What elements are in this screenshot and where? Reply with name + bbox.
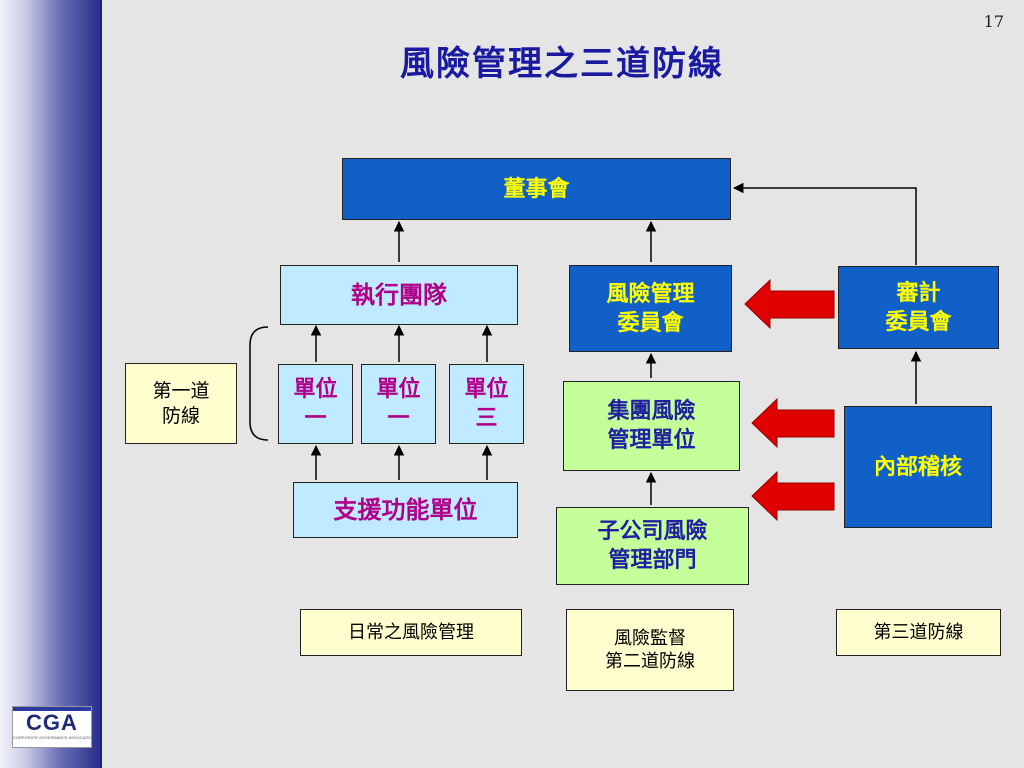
internal-audit-label: 內部稽核	[873, 453, 962, 480]
logo-stripe	[13, 707, 91, 711]
sidebar-gradient	[0, 0, 102, 768]
subsidiary-risk-line2: 管理部門	[608, 547, 697, 573]
board-box: 董事會	[342, 158, 731, 220]
exec-team-label: 執行團隊	[351, 280, 447, 310]
unit1-line1: 單位	[293, 376, 338, 403]
second-line-label-box: 風險監督 第二道防線	[566, 609, 734, 691]
exec-team-box: 執行團隊	[280, 265, 518, 325]
group-risk-line1: 集團風險	[607, 398, 696, 425]
daily-risk-label: 日常之風險管理	[348, 621, 474, 643]
subsidiary-risk-box: 子公司風險 管理部門	[556, 507, 749, 585]
risk-committee-line1: 風險管理	[606, 280, 695, 307]
third-line-label: 第三道防線	[873, 621, 964, 643]
daily-risk-label-box: 日常之風險管理	[300, 609, 522, 656]
first-line-line1: 第一道	[152, 379, 210, 402]
logo-text: CGA	[26, 710, 78, 735]
group-risk-line2: 管理單位	[607, 427, 696, 453]
red-arrow-audit-to-riskcomm	[744, 278, 835, 330]
first-line-label-box: 第一道 防線	[125, 363, 237, 444]
unit3-line1: 單位	[464, 376, 509, 403]
unit2-line2: 一	[387, 405, 410, 431]
unit1-box: 單位 一	[278, 364, 353, 444]
first-line-line2: 防線	[161, 404, 200, 427]
logo-subtitle: CORPORATE GOVERNANCE ASSOCIATION	[13, 735, 91, 740]
subsidiary-risk-line1: 子公司風險	[597, 518, 708, 545]
support-label: 支援功能單位	[333, 495, 478, 525]
unit2-box: 單位 一	[361, 364, 436, 444]
unit3-line2: 三	[475, 405, 498, 431]
group-risk-box: 集團風險 管理單位	[563, 381, 740, 471]
second-line-line1: 風險監督	[614, 627, 686, 649]
second-line-line2: 第二道防線	[605, 651, 695, 672]
internal-audit-box: 內部稽核	[844, 406, 992, 528]
unit1-line2: 一	[304, 405, 327, 431]
risk-committee-box: 風險管理 委員會	[569, 265, 732, 352]
arrow-audit-to-board	[732, 182, 917, 265]
cga-logo: CGA CORPORATE GOVERNANCE ASSOCIATION	[12, 706, 92, 748]
board-label: 董事會	[503, 175, 570, 202]
support-box: 支援功能單位	[293, 482, 518, 538]
audit-committee-line1: 審計	[896, 279, 941, 306]
audit-committee-line2: 委員會	[885, 308, 952, 335]
first-line-bracket	[249, 326, 269, 441]
risk-committee-line2: 委員會	[617, 309, 684, 336]
third-line-label-box: 第三道防線	[836, 609, 1001, 656]
page-number: 17	[983, 12, 1004, 31]
audit-committee-box: 審計 委員會	[838, 266, 999, 349]
red-arrow-internal-to-subsidiary	[751, 470, 835, 522]
unit2-line1: 單位	[376, 376, 421, 403]
red-arrow-internal-to-grouprisk	[751, 397, 835, 449]
unit3-box: 單位 三	[449, 364, 524, 444]
slide-title: 風險管理之三道防線	[400, 44, 724, 84]
